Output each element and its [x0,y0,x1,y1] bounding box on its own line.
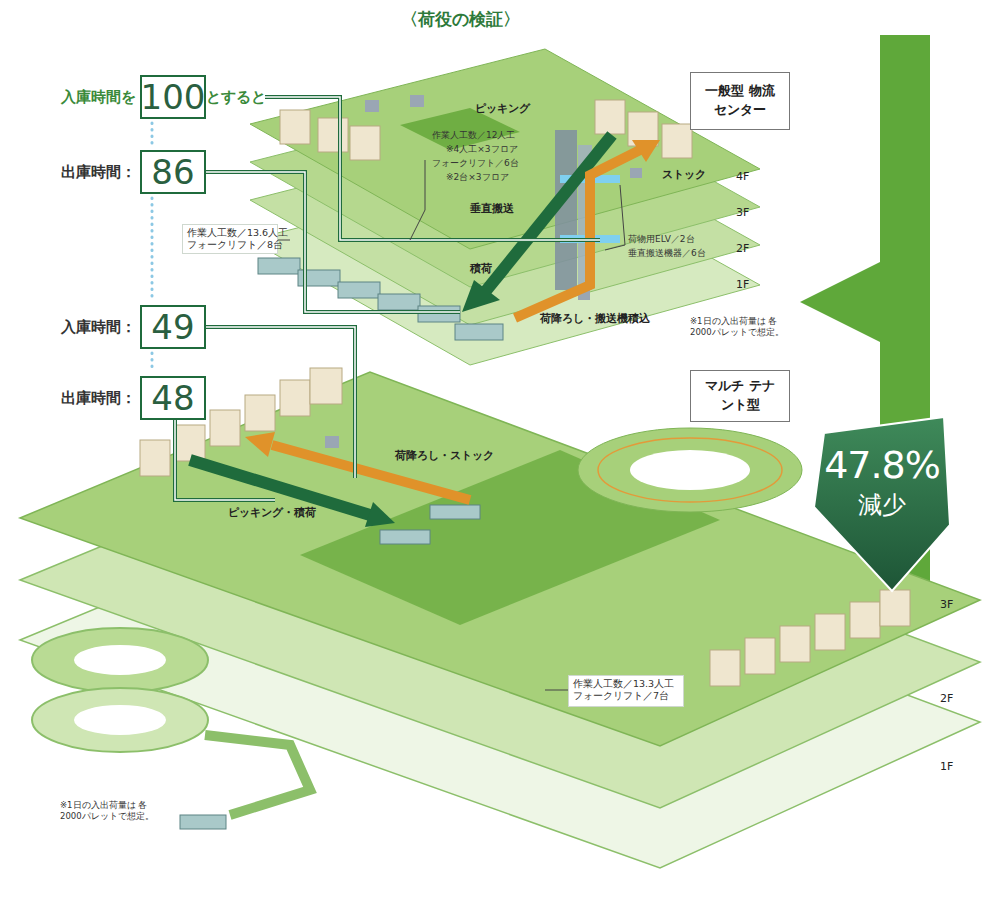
annotation: ※2台×3フロア [446,172,509,183]
spec-text: フォークリフト／7台 [573,690,679,702]
annotation: ストック [662,168,706,182]
value-box: 出庫時間：48 [140,376,206,420]
annotation: 垂直搬送機器／6台 [628,248,706,259]
dotted-connector [151,198,154,301]
leader-lines [175,97,625,690]
spec-text: 作業人工数／13.6人工 [187,227,273,239]
value-number: 100 [142,77,204,117]
annotation: ピッキング [475,102,530,116]
annotation: ピッキング・積荷 [228,506,316,520]
annotation: 荷降ろし・ストック [395,449,494,463]
annotation: 垂直搬送 [470,202,514,216]
arrow-text: 47.8%減少 [812,443,952,521]
ramp-left [32,628,310,815]
value-heading: 出庫時間： [61,389,136,408]
box-title: 一般型 物流センター [700,82,780,120]
dotted-connector [151,353,154,372]
trucks [180,258,503,829]
pallet-stacks [140,100,910,686]
annotation: 1F [736,278,749,292]
annotation: ※4人工×3フロア [446,144,518,155]
title: 〈荷役の検証〉 [340,8,580,31]
annotation: ※1日の入出荷量は 各2000パレットで想定。 [690,316,790,337]
value-heading: 入庫時間： [61,318,136,337]
value-heading: 出庫時間： [61,163,136,182]
value-box: 入庫時間：49 [140,305,206,349]
reduction-arrow: 47.8%減少 [812,415,952,593]
value-number: 48 [142,378,204,418]
percent-caption: 減少 [812,489,952,521]
dotted-connector [151,123,154,146]
flow-arrows [190,135,660,527]
value-number: 86 [142,152,204,192]
title-box: 一般型 物流センター [690,72,790,130]
bar-pointer [800,262,880,342]
value-number: 49 [142,307,204,347]
annotation: 3F [736,206,749,220]
annotation: 積荷 [470,262,492,276]
title-box: マルチ テナント型 [690,370,790,422]
annotation: 4F [736,170,749,184]
annotation: 荷物用ELV／2台 [628,234,695,245]
annotation: 荷降ろし・搬送機積込 [540,312,650,326]
annotation: 1F [940,760,953,774]
percent-value: 47.8% [812,443,952,487]
value-box: 入庫時間を100とすると [140,75,206,119]
annotation: フォークリフト／6台 [432,158,519,169]
annotation: 2F [736,242,749,256]
floor-3f [20,372,980,746]
annotation: 3F [940,598,953,612]
value-box: 出庫時間：86 [140,150,206,194]
annotation: ※1日の入出荷量は 各2000パレットで想定。 [60,800,160,821]
box-title: マルチ テナント型 [700,377,780,415]
top-floor-4f [250,49,760,249]
spec-box: 作業人工数／13.6人工フォークリフト／8台 [182,224,278,254]
spec-text: 作業人工数／13.3人工 [573,678,679,690]
annotation: 作業人工数／12人工 [432,130,515,141]
forklifts [325,95,642,448]
spec-box: 作業人工数／13.3人工フォークリフト／7台 [568,675,684,707]
value-heading: 入庫時間を [61,88,136,107]
annotation: 2F [940,692,953,706]
value-heading: とすると [206,88,266,107]
ramp-right [578,428,802,512]
spec-text: フォークリフト／8台 [187,239,273,251]
